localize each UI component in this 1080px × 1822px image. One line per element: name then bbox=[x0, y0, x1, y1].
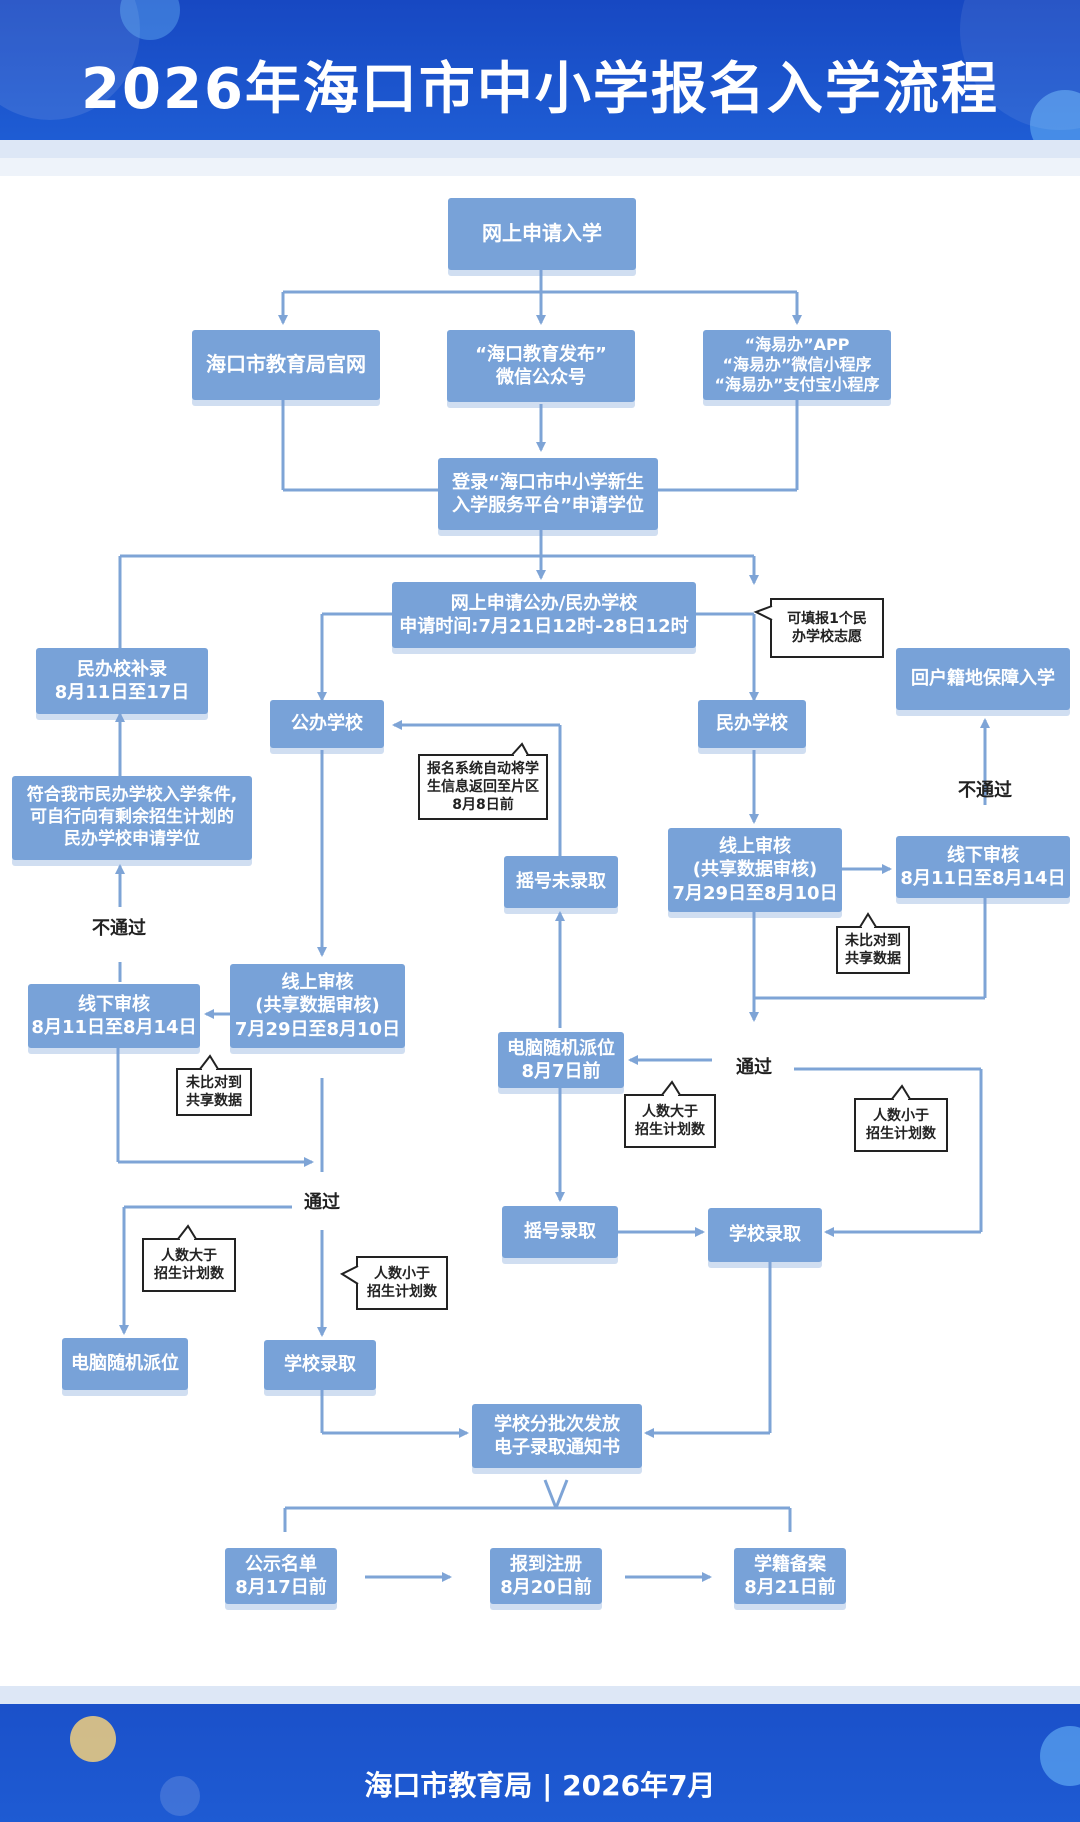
header-banner: 2026年海口市中小学报名入学流程 bbox=[0, 0, 1080, 158]
node-publicity: 公示名单 8月17日前 bbox=[225, 1548, 337, 1604]
node-bureau-website: 海口市教育局官网 bbox=[192, 330, 380, 400]
node-online-review-right: 线上审核 (共享数据审核) 7月29日至8月10日 bbox=[668, 828, 842, 912]
node-offline-review-left: 线下审核 8月11日至8月14日 bbox=[28, 984, 200, 1048]
node-login-platform: 登录“海口市中小学新生 入学服务平台”申请学位 bbox=[438, 458, 658, 530]
footer-text: 海口市教育局 | 2026年7月 bbox=[364, 1769, 716, 1802]
label-fail-right: 不通过 bbox=[958, 780, 1012, 801]
decor-bubble bbox=[160, 1776, 200, 1816]
note-more-left: 人数大于 招生计划数 bbox=[142, 1238, 236, 1292]
note-less-right: 人数小于 招生计划数 bbox=[854, 1098, 948, 1152]
note-return-info: 报名系统自动将学 生信息返回至片区 8月8日前 bbox=[418, 754, 548, 820]
node-filing: 学籍备案 8月21日前 bbox=[734, 1548, 846, 1604]
node-public-school: 公办学校 bbox=[270, 700, 384, 748]
decor-bubble bbox=[70, 1716, 116, 1762]
note-unmatched-right: 未比对到 共享数据 bbox=[836, 926, 910, 974]
label-fail-left: 不通过 bbox=[92, 918, 146, 939]
node-notice: 学校分批次发放 电子录取通知书 bbox=[472, 1404, 642, 1468]
node-offline-review-right: 线下审核 8月11日至8月14日 bbox=[896, 836, 1070, 898]
note-one-private: 可填报1个民 办学校志愿 bbox=[770, 598, 884, 658]
decor-bubble bbox=[1040, 1726, 1080, 1786]
node-school-admit-left: 学校录取 bbox=[264, 1340, 376, 1390]
node-return-hukou: 回户籍地保障入学 bbox=[896, 648, 1070, 710]
note-more-mid: 人数大于 招生计划数 bbox=[624, 1094, 716, 1148]
node-lottery-fail: 摇号未录取 bbox=[504, 856, 618, 908]
node-computer-assign-mid: 电脑随机派位 8月7日前 bbox=[498, 1032, 624, 1088]
label-pass-right: 通过 bbox=[736, 1057, 772, 1078]
node-register: 报到注册 8月20日前 bbox=[490, 1548, 602, 1604]
node-private-supplement: 民办校补录 8月11日至17日 bbox=[36, 648, 208, 714]
node-computer-assign-left: 电脑随机派位 bbox=[62, 1338, 188, 1390]
label-pass-left: 通过 bbox=[304, 1192, 340, 1213]
node-school-admit-right: 学校录取 bbox=[708, 1208, 822, 1262]
node-lottery-admit: 摇号录取 bbox=[502, 1206, 618, 1258]
node-private-school: 民办学校 bbox=[698, 700, 806, 748]
node-apply-school: 网上申请公办/民办学校 申请时间:7月21日12时-28日12时 bbox=[392, 582, 696, 648]
node-online-review-left: 线上审核 (共享数据审核) 7月29日至8月10日 bbox=[230, 964, 405, 1048]
node-apply-online: 网上申请入学 bbox=[448, 198, 636, 270]
node-wechat-account: “海口教育发布” 微信公众号 bbox=[447, 330, 635, 402]
node-private-condition: 符合我市民办学校入学条件, 可自行向有剩余招生计划的 民办学校申请学位 bbox=[12, 776, 252, 860]
page-title: 2026年海口市中小学报名入学流程 bbox=[81, 57, 999, 122]
node-haiyiban: “海易办”APP “海易办”微信小程序 “海易办”支付宝小程序 bbox=[703, 330, 891, 400]
note-less-left: 人数小于 招生计划数 bbox=[356, 1256, 448, 1310]
footer-banner: 海口市教育局 | 2026年7月 bbox=[0, 1686, 1080, 1822]
note-unmatched-left: 未比对到 共享数据 bbox=[176, 1068, 252, 1116]
